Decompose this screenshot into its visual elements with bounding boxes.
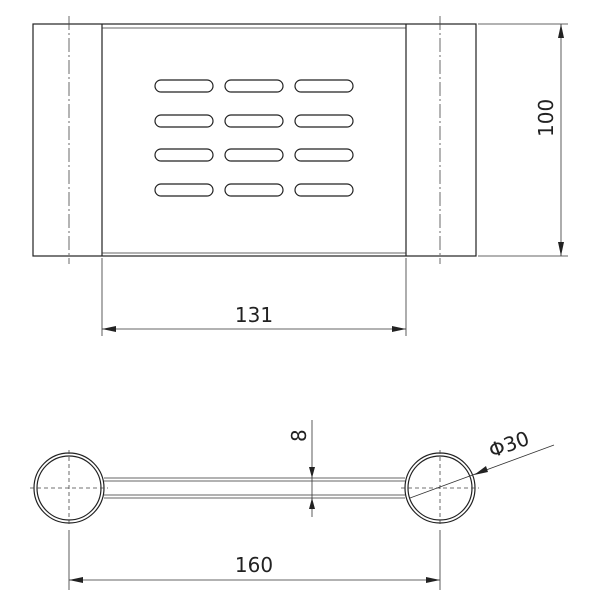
- drain-slot: [294, 114, 354, 128]
- thickness-dimension: 8: [287, 420, 315, 517]
- drain-slot: [224, 79, 284, 93]
- outer-outline: [32, 23, 477, 257]
- dimension-label: 8: [287, 429, 311, 442]
- drain-slot: [294, 148, 354, 162]
- dimension-label: 160: [235, 553, 273, 577]
- drain-slot: [154, 114, 214, 128]
- dimension-label: 100: [534, 99, 558, 137]
- top-view: [32, 16, 477, 264]
- arrow-icon: [558, 24, 564, 38]
- drain-slot: [294, 183, 354, 197]
- dimension-label: 131: [235, 303, 273, 327]
- diameter-dimension: Φ30: [409, 426, 555, 499]
- width-dimension: 131: [101, 258, 407, 336]
- dimension-label: Φ30: [486, 426, 533, 463]
- arrow-icon: [558, 242, 564, 256]
- side-view: [30, 450, 479, 526]
- arrow-icon: [102, 326, 116, 332]
- height-dimension: 100: [478, 23, 568, 257]
- drain-slot: [154, 148, 214, 162]
- arrow-icon: [474, 466, 488, 475]
- arrow-icon: [309, 467, 315, 478]
- drain-slots: [154, 79, 354, 197]
- drain-slot: [154, 183, 214, 197]
- arrow-icon: [426, 577, 440, 583]
- arrow-icon: [69, 577, 83, 583]
- drain-slot: [224, 114, 284, 128]
- drain-slot: [294, 79, 354, 93]
- arrow-icon: [392, 326, 406, 332]
- arrow-icon: [309, 498, 315, 509]
- drain-slot: [224, 183, 284, 197]
- drain-slot: [224, 148, 284, 162]
- drain-slot: [154, 79, 214, 93]
- center-distance-dimension: 160: [68, 530, 441, 590]
